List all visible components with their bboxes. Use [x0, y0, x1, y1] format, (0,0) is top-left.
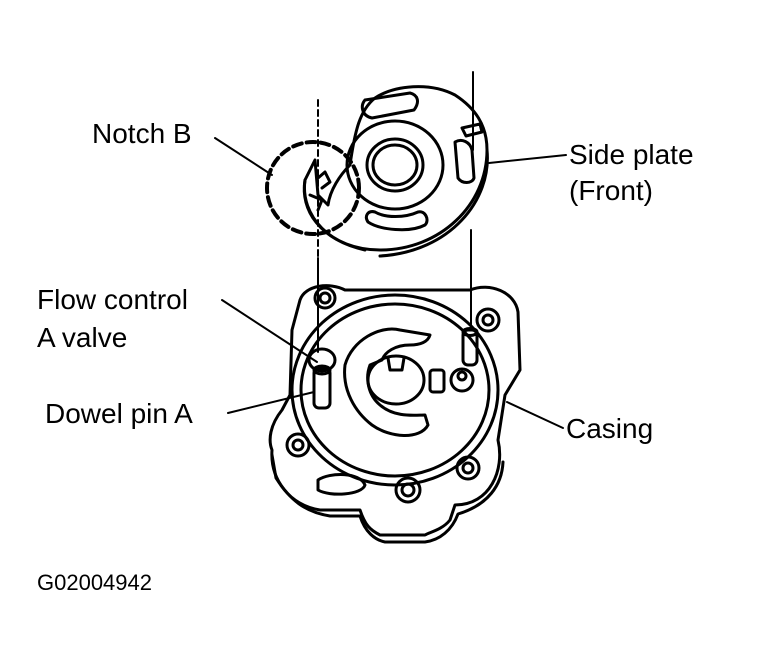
casing-leader	[506, 401, 564, 429]
dowel-pin-a-label: Dowel pin A	[45, 398, 193, 429]
flow-control-label-line2: A valve	[37, 322, 128, 353]
side-plate-part	[302, 85, 489, 258]
notch-b-leader	[214, 137, 273, 176]
notch-b-highlight-circle	[265, 140, 361, 236]
dowel-pin-leader	[227, 391, 315, 414]
notch-b-label: Notch B	[92, 118, 192, 149]
casing-part	[268, 284, 522, 544]
side-plate-label-line2: (Front)	[569, 175, 653, 206]
leader-lines	[214, 137, 567, 429]
side-plate-leader	[488, 154, 567, 164]
flow-control-leader	[221, 299, 318, 363]
casing-label: Casing	[566, 413, 654, 444]
flow-control-label-line1: Flow control	[37, 284, 188, 315]
side-plate-label-line1: Side plate	[569, 139, 694, 170]
figure-code: G02004942	[37, 570, 152, 595]
